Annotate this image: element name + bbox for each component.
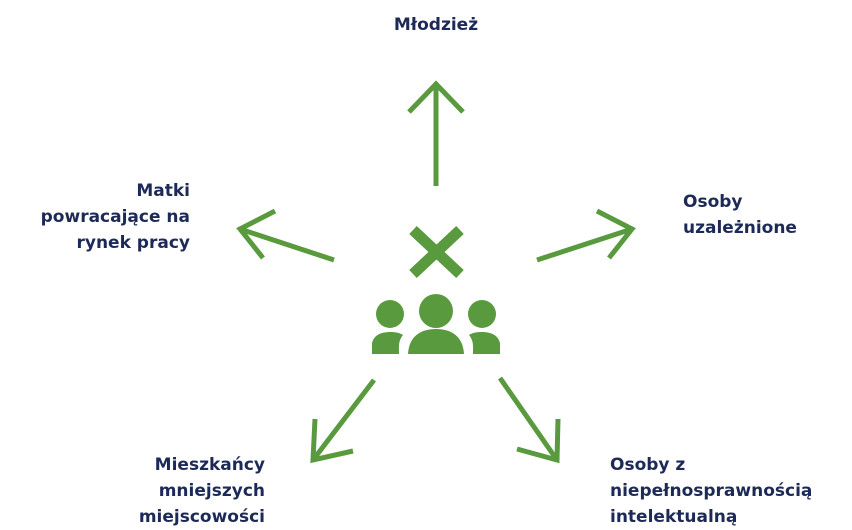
people-group-icon [372, 294, 500, 354]
group-label-returning-mothers: Matki powracające na rynek pracy [0, 178, 190, 256]
label-line: powracające na [40, 207, 190, 227]
label-line: uzależnione [683, 218, 797, 238]
label-line: Osoby z [610, 455, 686, 475]
label-line: rynek pracy [76, 233, 190, 253]
label-line: Matki [136, 181, 190, 201]
label-line: Młodzież [393, 15, 479, 35]
arrow-bottom-right [497, 376, 561, 464]
arrow-left [236, 208, 335, 263]
arrow-bottom-left [310, 378, 376, 464]
arrow-right [536, 208, 636, 263]
label-line: Mieszkańcy [154, 455, 265, 475]
group-label-intellectual-disability: Osoby z niepełnosprawnością intelektualn… [610, 452, 850, 530]
label-line: miejscowości [138, 507, 265, 527]
group-label-small-town-residents: Mieszkańcy mniejszych miejscowości [60, 452, 265, 530]
label-line: intelektualną [610, 507, 738, 527]
group-label-addicted: Osoby uzależnione [683, 189, 848, 241]
arrow-up [407, 80, 465, 186]
group-label-youth: Młodzież [346, 12, 526, 38]
label-line: mniejszych [158, 481, 265, 501]
x-mark-icon [409, 225, 464, 279]
label-line: niepełnosprawnością [610, 481, 813, 501]
label-line: Osoby [683, 192, 743, 212]
